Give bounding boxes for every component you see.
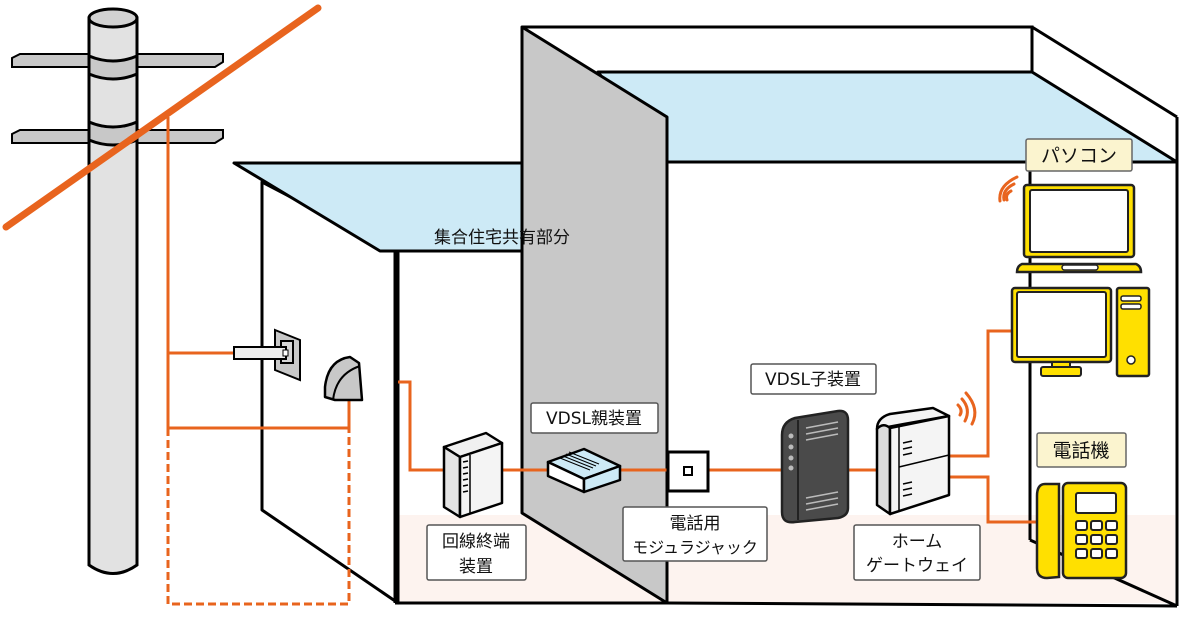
svg-text:VDSL親装置: VDSL親装置 xyxy=(546,409,642,429)
svg-text:ゲートウェイ: ゲートウェイ xyxy=(866,556,968,576)
wire-to-closure xyxy=(166,353,351,430)
svg-text:回線終端: 回線終端 xyxy=(442,532,510,552)
wire-underground-dashed xyxy=(166,428,351,606)
svg-text:VDSL子装置: VDSL子装置 xyxy=(765,370,861,390)
vdsl-child-device-icon xyxy=(780,409,850,524)
label-pc: パソコン xyxy=(1025,138,1133,172)
wire-drop-to-box xyxy=(166,117,235,355)
cable-closure-icon xyxy=(323,355,364,402)
termination-box xyxy=(233,328,301,382)
label-common-area: 集合住宅共有部分 xyxy=(434,228,570,248)
svg-text:パソコン: パソコン xyxy=(1041,145,1117,167)
svg-text:装置: 装置 xyxy=(459,557,493,577)
svg-text:電話機: 電話機 xyxy=(1052,440,1109,462)
laptop-icon xyxy=(1015,183,1143,274)
label-vdsl-parent: VDSL親装置 xyxy=(530,402,659,434)
svg-text:ホーム: ホーム xyxy=(892,532,943,552)
wire-to-onu xyxy=(398,380,445,472)
wifi-signal-icon xyxy=(956,391,977,426)
desktop-pc-icon xyxy=(1010,286,1151,378)
wifi-signal-icon-laptop xyxy=(998,175,1019,203)
optical-cable xyxy=(2,4,322,231)
label-vdsl-child: VDSL子装置 xyxy=(750,363,877,395)
modular-jack-icon xyxy=(666,450,710,493)
keypad xyxy=(1075,520,1118,559)
wire-hgw-to-phone xyxy=(950,475,1036,524)
vdsl-parent-device-icon xyxy=(546,447,622,494)
home-gateway-icon xyxy=(875,406,951,516)
label-modular-jack: 電話用 モジュラジャック xyxy=(622,506,768,562)
wiring xyxy=(166,117,1036,524)
label-onu: 回線終端 装置 xyxy=(426,524,527,581)
svg-text:電話用: 電話用 xyxy=(670,514,721,534)
room-floor-edge xyxy=(667,601,1178,608)
label-home-gateway: ホーム ゲートウェイ xyxy=(853,524,981,581)
back-wall-top xyxy=(522,25,1034,72)
onu-device-icon xyxy=(442,431,504,519)
telephone-icon xyxy=(1035,481,1128,580)
right-wall-top xyxy=(1031,25,1178,119)
label-phone: 電話機 xyxy=(1036,432,1127,468)
wire-hgw-to-desktop xyxy=(950,329,1012,458)
svg-text:モジュラジャック: モジュラジャック xyxy=(632,538,758,557)
